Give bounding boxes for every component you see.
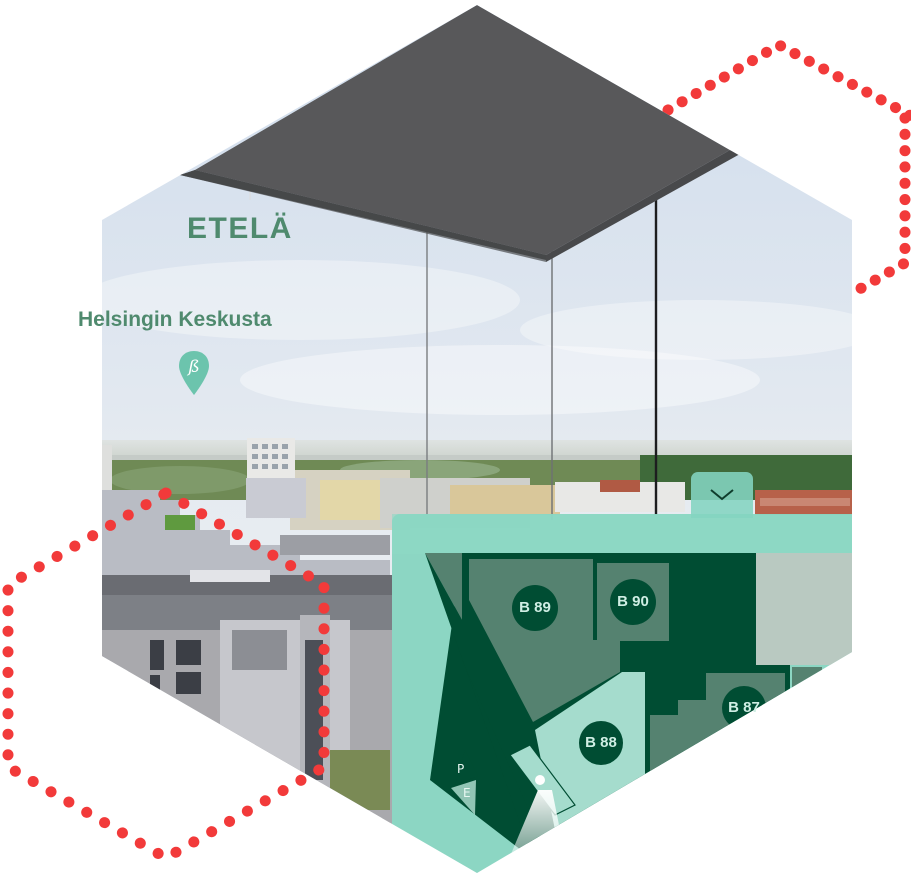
direction-label: ETELÄ — [187, 212, 293, 245]
unit-b88-marker[interactable] — [579, 721, 623, 765]
unit-b89-marker[interactable] — [512, 585, 558, 631]
minimap-toggle-button[interactable] — [691, 472, 753, 518]
decorative-dotted-hexagon-bottom-left — [2, 487, 330, 865]
decorative-dotted-hexagon-top-right — [662, 38, 911, 296]
pin-glyph: ß — [186, 357, 199, 377]
chevron-down-icon — [710, 489, 734, 501]
minimap-panel[interactable] — [392, 514, 862, 880]
compass-south-icon — [451, 780, 476, 815]
poi-label[interactable]: Helsingin Keskusta — [78, 308, 272, 331]
unit-b87-marker[interactable] — [722, 686, 766, 730]
camera-position-icon — [535, 775, 545, 785]
compass-north-icon — [455, 750, 478, 785]
unit-b90-marker[interactable] — [610, 579, 656, 625]
map-pin-icon[interactable]: ß — [178, 350, 210, 396]
